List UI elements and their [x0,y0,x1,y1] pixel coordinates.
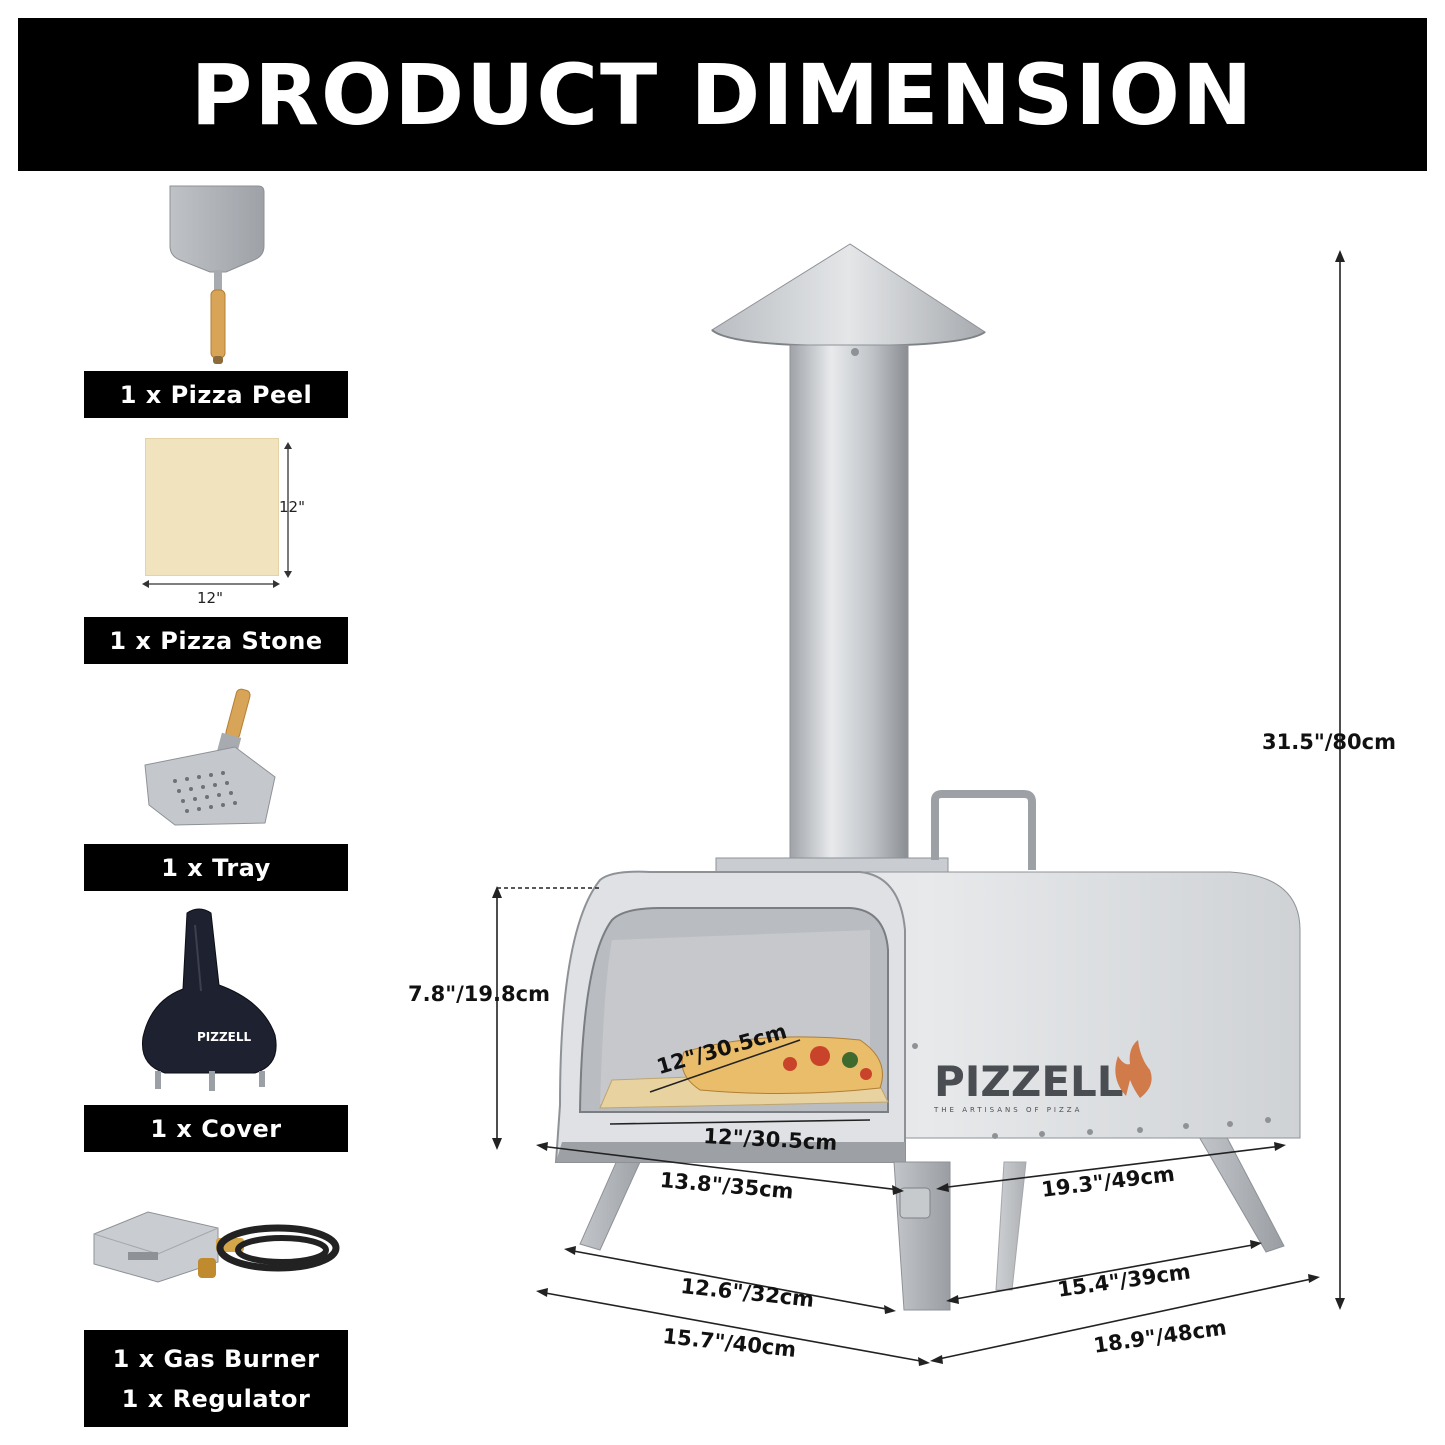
header-banner: PRODUCT DIMENSION [18,18,1427,171]
stone-width-label: 12" [197,589,223,607]
stone-width-arrow [142,580,280,588]
svg-text:PIZZELL: PIZZELL [197,1030,252,1044]
gas-burner-label: 1 x Gas Burner 1 x Regulator [84,1330,348,1427]
total-height-label: 31.5"/80cm [1262,730,1396,754]
stone-height-arrow [284,442,292,578]
gas-burner-icon [93,1211,340,1283]
cover-icon: PIZZELL [141,908,277,1091]
pizza-stone-image [145,438,279,576]
body-height-label: 7.8"/19.8cm [408,982,550,1006]
pizza-oven-image: PIZZELL THE ARTISANS OF PIZZA [554,243,1301,1311]
tray-label: 1 x Tray [84,844,348,891]
page-title: PRODUCT DIMENSION [190,45,1255,144]
pizza-peel-label: 1 x Pizza Peel [84,371,348,418]
oven-brand: PIZZELL [934,1057,1124,1106]
oven-tagline: THE ARTISANS OF PIZZA [933,1106,1082,1114]
tray-icon [144,688,276,826]
stone-height-label: 12" [279,498,305,516]
pizza-stone-label: 1 x Pizza Stone [84,617,348,664]
cover-label: 1 x Cover [84,1105,348,1152]
flame-icon [1115,1040,1152,1098]
pizza-peel-icon [169,185,265,364]
